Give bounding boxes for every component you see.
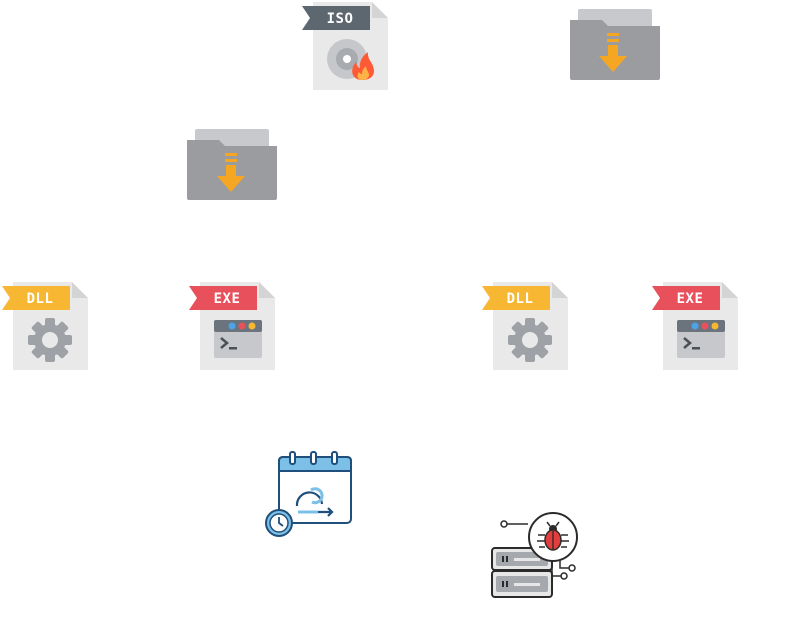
dll-file-node-right: DLL (480, 280, 572, 372)
download-folder-icon (570, 9, 660, 80)
exe-label: EXE (214, 291, 241, 307)
dll-file-icon: DLL (482, 282, 568, 370)
gear-icon (28, 318, 72, 362)
download-folder-node-top (568, 6, 662, 82)
exe-file-icon: EXE (652, 282, 738, 370)
exe-label: EXE (677, 291, 704, 307)
dll-label: DLL (27, 291, 54, 307)
download-folder-node-left (185, 126, 279, 202)
exe-file-icon: EXE (189, 282, 275, 370)
infected-server-bug-icon (491, 512, 578, 598)
dll-file-icon: DLL (2, 282, 88, 370)
infected-server-node (488, 508, 584, 602)
scheduled-task-calendar-icon (265, 451, 352, 537)
exe-file-node-left: EXE (187, 280, 279, 372)
iso-file-node: ISO (300, 0, 392, 92)
iso-label: ISO (327, 11, 354, 27)
dll-file-node-left: DLL (0, 280, 92, 372)
download-folder-icon (187, 129, 277, 200)
exe-file-node-right: EXE (650, 280, 742, 372)
iso-disk-file-icon: ISO (302, 2, 388, 90)
dll-label: DLL (507, 291, 534, 307)
scheduled-task-node (262, 450, 356, 540)
gear-icon (508, 318, 552, 362)
